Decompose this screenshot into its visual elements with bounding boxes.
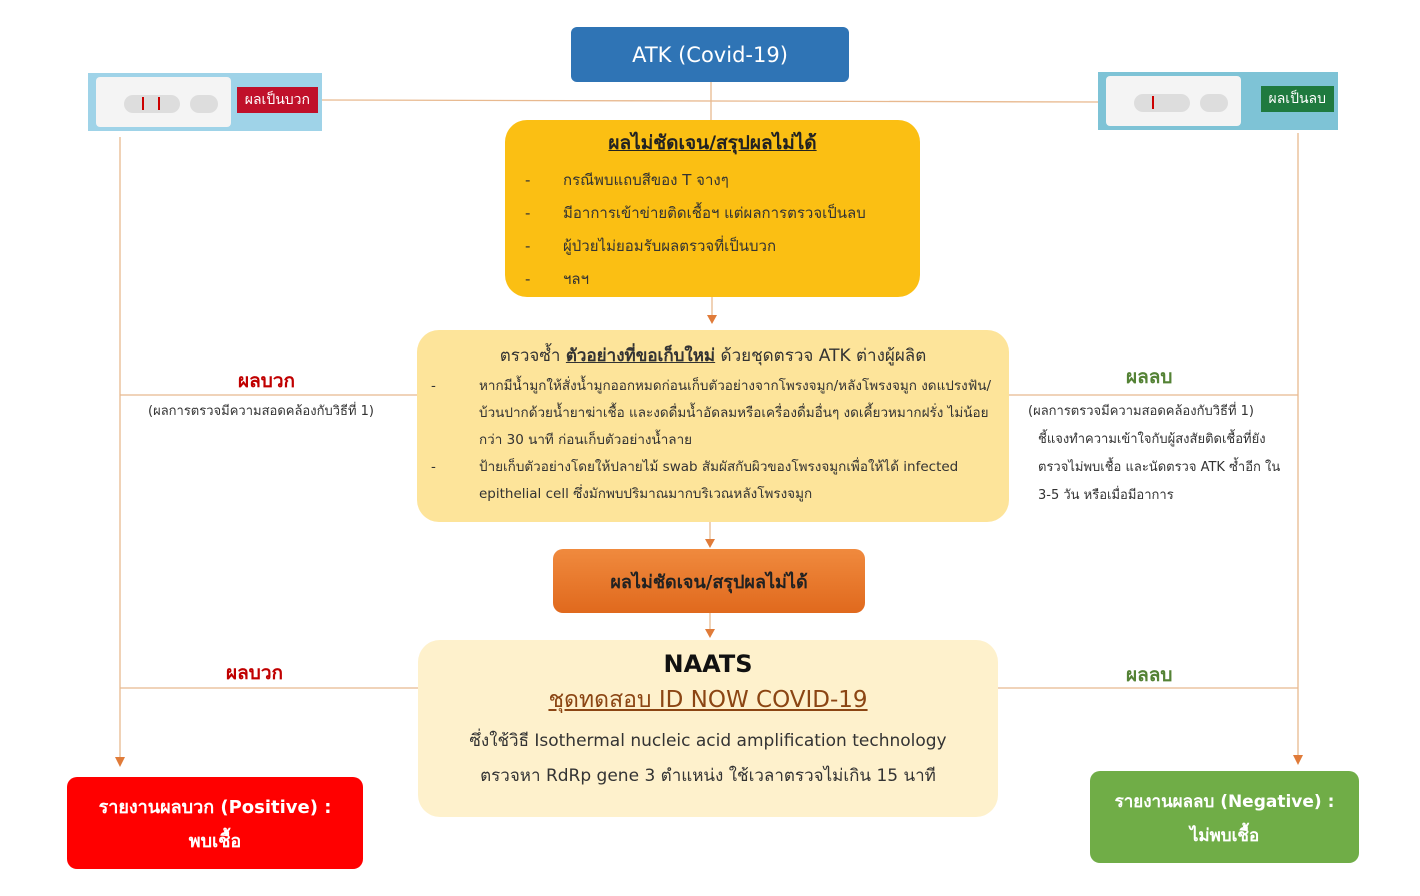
- positive-report-box: รายงานผลบวก (Positive) : พบเชื้อ: [67, 777, 363, 869]
- negative-test-kit-image: ผลเป็นลบ: [1098, 72, 1338, 130]
- left-mid-positive-label: ผลบวก: [238, 370, 296, 392]
- list-item: -หากมีน้ำมูกให้สั่งน้ำมูกออกหมดก่อนเก็บต…: [431, 373, 995, 454]
- left-mid-note: (ผลการตรวจมีความสอดคล้องกับวิธีที่ 1): [148, 404, 374, 419]
- retest-box: ตรวจซ้ำ ตัวอย่างที่ขอเก็บใหม่ ด้วยชุดตรว…: [417, 330, 1009, 522]
- naats-box: NAATS ชุดทดสอบ ID NOW COVID-19 ซึ่งใช้วิ…: [418, 640, 998, 817]
- item-text: กรณีพบแถบสีของ T จางๆ: [563, 171, 729, 189]
- atk-box: ATK (Covid-19): [571, 27, 849, 82]
- item-text: ฯลฯ: [563, 270, 590, 288]
- report-line: รายงานผลบวก (Positive) :: [98, 797, 332, 818]
- item-text: หากมีน้ำมูกให้สั่งน้ำมูกออกหมดก่อนเก็บตั…: [479, 378, 992, 448]
- list-item: -มีอาการเข้าข่ายติดเชื้อฯ แต่ผลการตรวจเป…: [525, 197, 900, 230]
- list-item: -ผู้ป่วยไม่ยอมรับผลตรวจที่เป็นบวก: [525, 230, 900, 263]
- report-line: รายงานผลลบ (Negative) :: [1114, 792, 1335, 812]
- retest-title: ตรวจซ้ำ ตัวอย่างที่ขอเก็บใหม่ ด้วยชุดตรว…: [499, 346, 927, 366]
- positive-test-kit-image: ผลเป็นบวก: [88, 73, 322, 131]
- left-low-positive-label: ผลบวก: [226, 662, 284, 684]
- negative-report-box: รายงานผลลบ (Negative) : ไม่พบเชื้อ: [1090, 771, 1359, 863]
- right-low-negative-label: ผลลบ: [1126, 664, 1173, 686]
- list-item: -ฯลฯ: [525, 263, 900, 296]
- inconclusive-box: ผลไม่ชัดเจน/สรุปผลไม่ได้ -กรณีพบแถบสีของ…: [505, 120, 920, 297]
- item-text: ผู้ป่วยไม่ยอมรับผลตรวจที่เป็นบวก: [563, 237, 777, 255]
- naats-title: NAATS: [663, 650, 753, 678]
- second-inconclusive-box: ผลไม่ชัดเจน/สรุปผลไม่ได้: [553, 549, 865, 613]
- right-mid-note: (ผลการตรวจมีความสอดคล้องกับวิธีที่ 1): [1028, 404, 1254, 419]
- right-mid-detail: ชี้แจงทำความเข้าใจกับผู้สงสัยติดเชื้อที่…: [1038, 432, 1281, 503]
- inconclusive-title: ผลไม่ชัดเจน/สรุปผลไม่ได้: [608, 132, 817, 154]
- list-item: -กรณีพบแถบสีของ T จางๆ: [525, 164, 900, 197]
- naats-line: ซึ่งใช้วิธี Isothermal nucleic acid ampl…: [469, 731, 947, 751]
- report-line: พบเชื้อ: [188, 831, 242, 852]
- right-mid-negative-label: ผลลบ: [1126, 366, 1173, 388]
- naats-kit: ชุดทดสอบ ID NOW COVID-19: [548, 687, 868, 713]
- naats-line: ตรวจหา RdRp gene 3 ตำแหน่ง ใช้เวลาตรวจไม…: [480, 766, 936, 786]
- item-text: ป้ายเก็บตัวอย่างโดยให้ปลายไม้ swab สัมผั…: [479, 459, 959, 502]
- item-text: มีอาการเข้าข่ายติดเชื้อฯ แต่ผลการตรวจเป็…: [563, 204, 866, 222]
- kit-negative-label: ผลเป็นลบ: [1260, 86, 1334, 112]
- report-line: ไม่พบเชื้อ: [1189, 826, 1260, 846]
- list-item: -ป้ายเก็บตัวอย่างโดยให้ปลายไม้ swab สัมผ…: [431, 454, 995, 508]
- kit-positive-label: ผลเป็นบวก: [236, 87, 318, 113]
